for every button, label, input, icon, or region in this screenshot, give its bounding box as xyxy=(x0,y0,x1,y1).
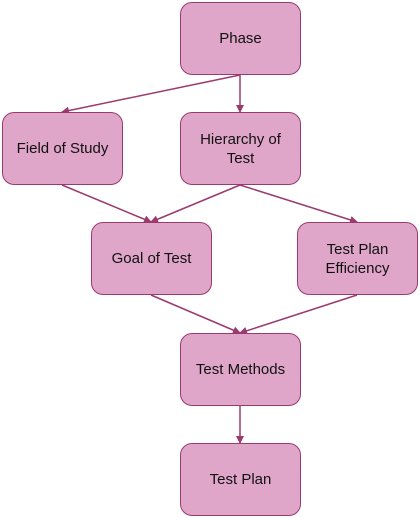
node-hierarchy-of-test: Hierarchy of Test xyxy=(180,112,301,185)
node-phase: Phase xyxy=(180,2,301,75)
node-test-plan: Test Plan xyxy=(180,443,301,516)
node-test-plan-efficiency: Test Plan Efficiency xyxy=(297,222,418,295)
edge-test-plan-efficiency-to-test-methods xyxy=(239,294,358,335)
edge-hierarchy-of-test-to-goal-of-test xyxy=(150,184,241,224)
node-test-methods: Test Methods xyxy=(180,333,301,406)
node-goal-of-test: Goal of Test xyxy=(91,222,212,295)
node-goal-of-test-label: Goal of Test xyxy=(111,250,192,267)
edge-hierarchy-of-test-to-test-plan-efficiency xyxy=(239,184,358,224)
edge-phase-to-field-of-study xyxy=(61,74,241,115)
edge-field-of-study-to-goal-of-test xyxy=(61,184,152,224)
node-hierarchy-of-test-label: Hierarchy of Test xyxy=(200,130,281,167)
node-field-of-study: Field of Study xyxy=(2,112,123,185)
node-phase-label: Phase xyxy=(219,30,262,47)
edge-goal-of-test-to-test-methods xyxy=(150,294,241,334)
node-test-plan-label: Test Plan xyxy=(209,471,272,488)
node-test-plan-efficiency-label: Test Plan Efficiency xyxy=(325,240,390,277)
node-test-methods-label: Test Methods xyxy=(195,361,286,378)
node-field-of-study-label: Field of Study xyxy=(16,140,109,157)
